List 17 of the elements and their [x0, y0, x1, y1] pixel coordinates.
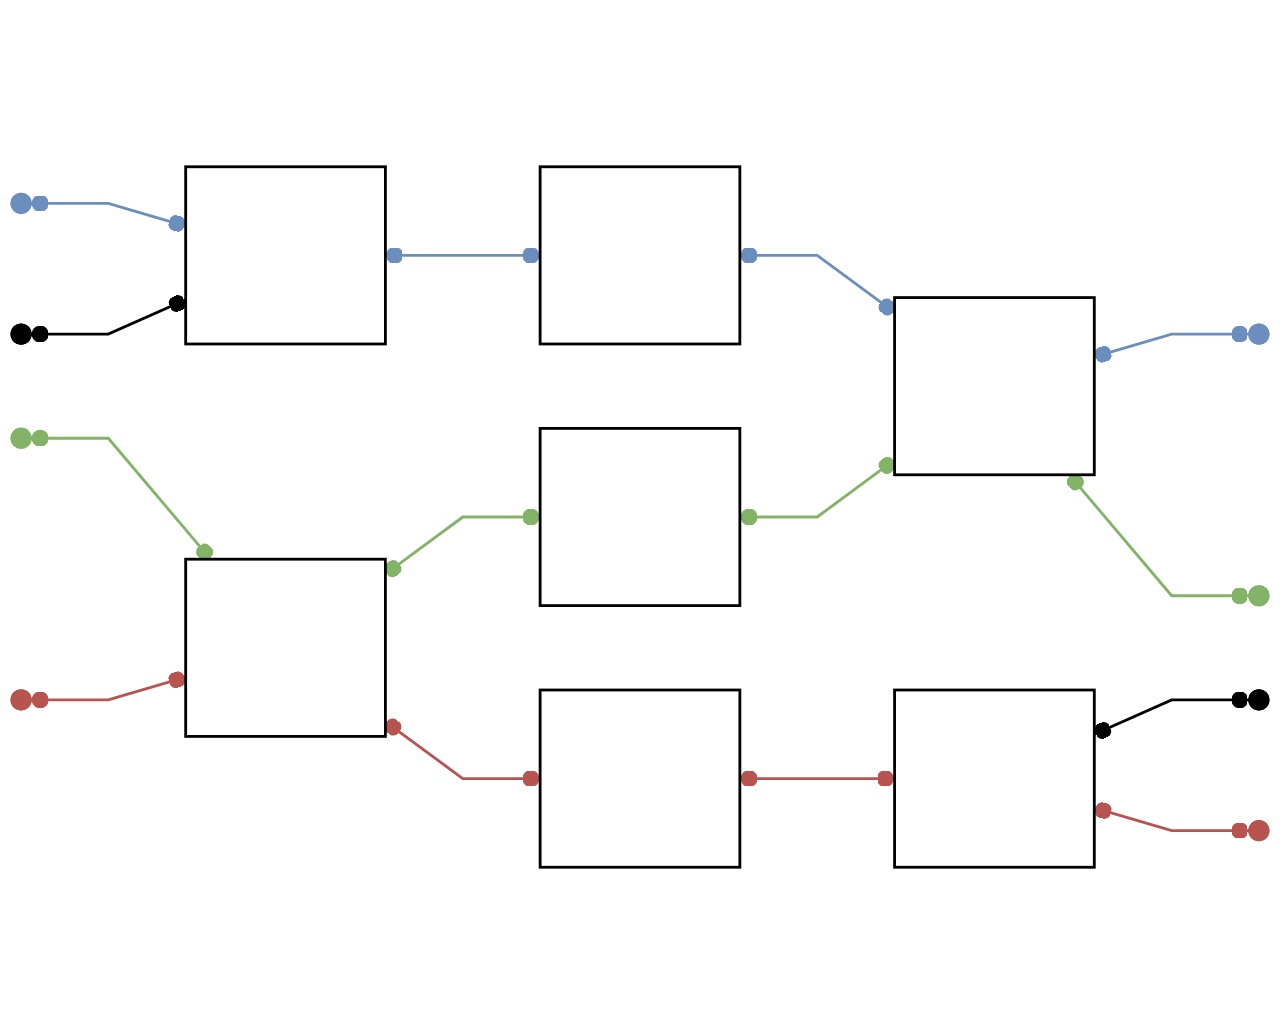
square-box — [538, 165, 742, 346]
square-box — [184, 557, 387, 738]
square-box — [893, 296, 1096, 477]
connector-line — [739, 770, 895, 788]
square-box — [893, 688, 1096, 869]
endpoint-dot — [10, 323, 32, 345]
connector-line — [385, 246, 541, 264]
endpoint-dot — [10, 689, 32, 711]
endpoint-dot — [10, 427, 32, 449]
endpoint-dot — [1248, 585, 1270, 607]
endpoint-dot — [1248, 323, 1270, 345]
square-box — [538, 427, 742, 607]
endpoint-dot — [1248, 820, 1270, 842]
endpoint-dot — [10, 192, 32, 214]
square-box — [184, 165, 387, 346]
square-box — [538, 688, 742, 869]
endpoint-dot — [1248, 689, 1270, 711]
